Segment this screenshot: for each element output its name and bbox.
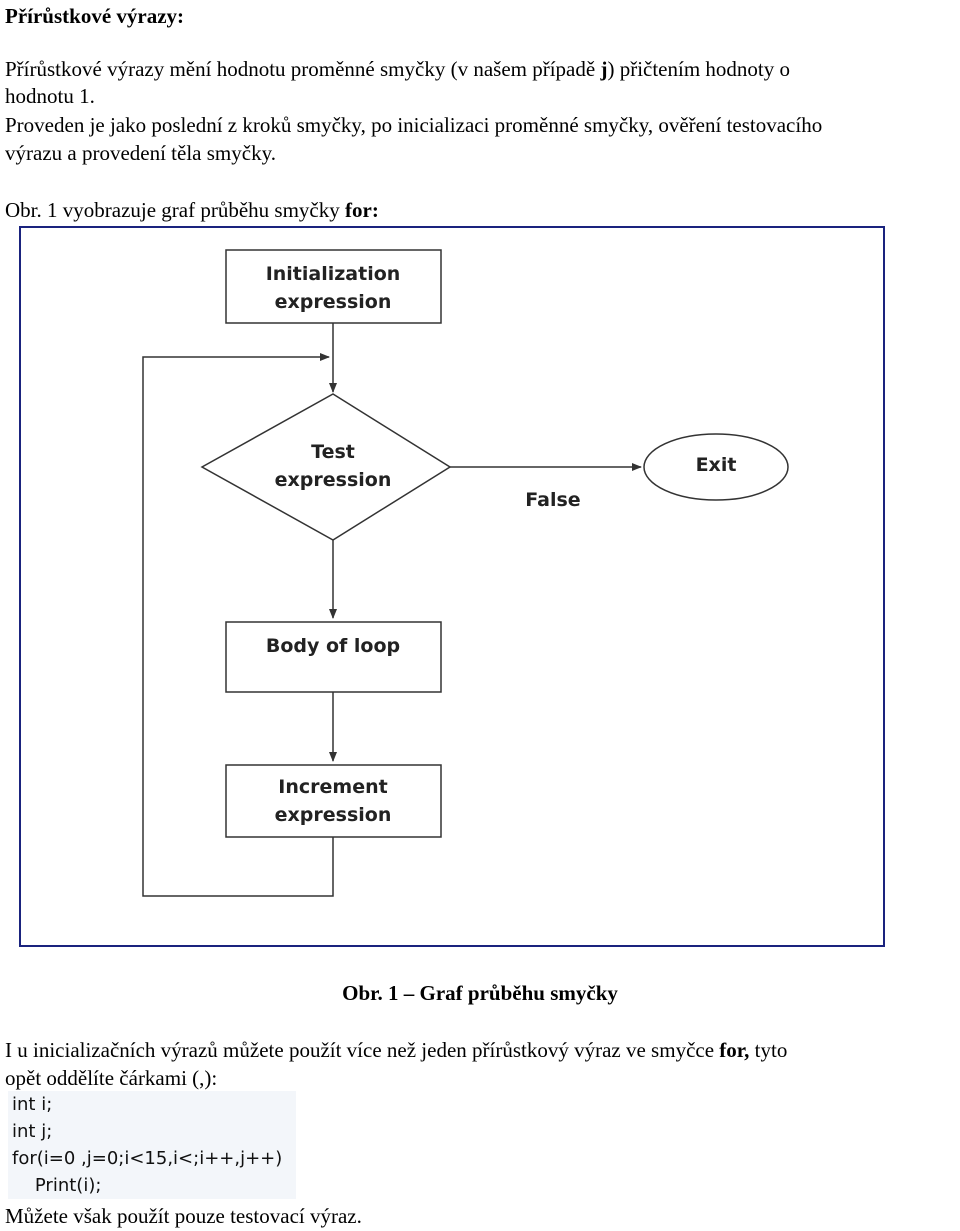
increment-label-line1: Increment [278, 776, 387, 798]
code-line: int j; [12, 1121, 53, 1142]
loop-flowchart: Initialization expression Test expressio… [19, 226, 885, 947]
closing-sentence: Můžete však použít pouze testovací výraz… [5, 1204, 362, 1228]
paragraph-text: tyto [749, 1038, 788, 1062]
paragraph-line: I u inicializačních výrazů můžete použít… [5, 1037, 787, 1064]
intro-paragraph-line: výrazu a provedení těla smyčky. [5, 141, 276, 165]
variable-name: j [600, 57, 608, 81]
false-label: False [525, 489, 580, 511]
test-label-line2: expression [275, 469, 392, 491]
body-of-loop-box [225, 621, 442, 693]
initialization-label-line2: expression [275, 291, 392, 313]
exit-label: Exit [696, 454, 737, 476]
initialization-label-line1: Initialization [266, 263, 401, 285]
figure-border [19, 226, 885, 947]
exit-terminal [643, 433, 789, 501]
increment-box [225, 764, 442, 838]
intro-text: Přírůstkové výrazy mění hodnotu proměnné… [5, 57, 601, 81]
intro-text: ) přičtením hodnoty o [607, 57, 791, 81]
section-heading: Přírůstkové výrazy: [5, 4, 185, 28]
code-line: int i; [12, 1094, 53, 1115]
figure-reference-text: Obr. 1 vyobrazuje graf průběhu smyčky [5, 198, 345, 222]
intro-paragraph-line: Přírůstkové výrazy mění hodnotu proměnné… [5, 56, 790, 83]
increment-label-line2: expression [275, 804, 392, 826]
paragraph-line: opět oddělíte čárkami (,): [5, 1066, 218, 1090]
intro-paragraph-line: Proveden je jako poslední z kroků smyčky… [5, 113, 823, 137]
loop-back-connector [142, 353, 334, 897]
keyword-for: for: [345, 198, 379, 222]
figure-reference: Obr. 1 vyobrazuje graf průběhu smyčky fo… [5, 197, 379, 224]
figure-caption: Obr. 1 – Graf průběhu smyčky [342, 981, 618, 1005]
paragraph-text: I u inicializačních výrazů můžete použít… [5, 1038, 720, 1062]
keyword-for: for, [719, 1038, 750, 1062]
intro-paragraph-line: hodnotu 1. [5, 84, 95, 108]
test-label-line1: Test [311, 441, 355, 463]
code-line: Print(i); [12, 1175, 102, 1196]
code-line: for(i=0 ,j=0;i<15,i<;i++,j++) [12, 1148, 283, 1169]
body-of-loop-label: Body of loop [266, 635, 400, 657]
code-snippet: int i; int j; for(i=0 ,j=0;i<15,i<;i++,j… [8, 1091, 296, 1199]
